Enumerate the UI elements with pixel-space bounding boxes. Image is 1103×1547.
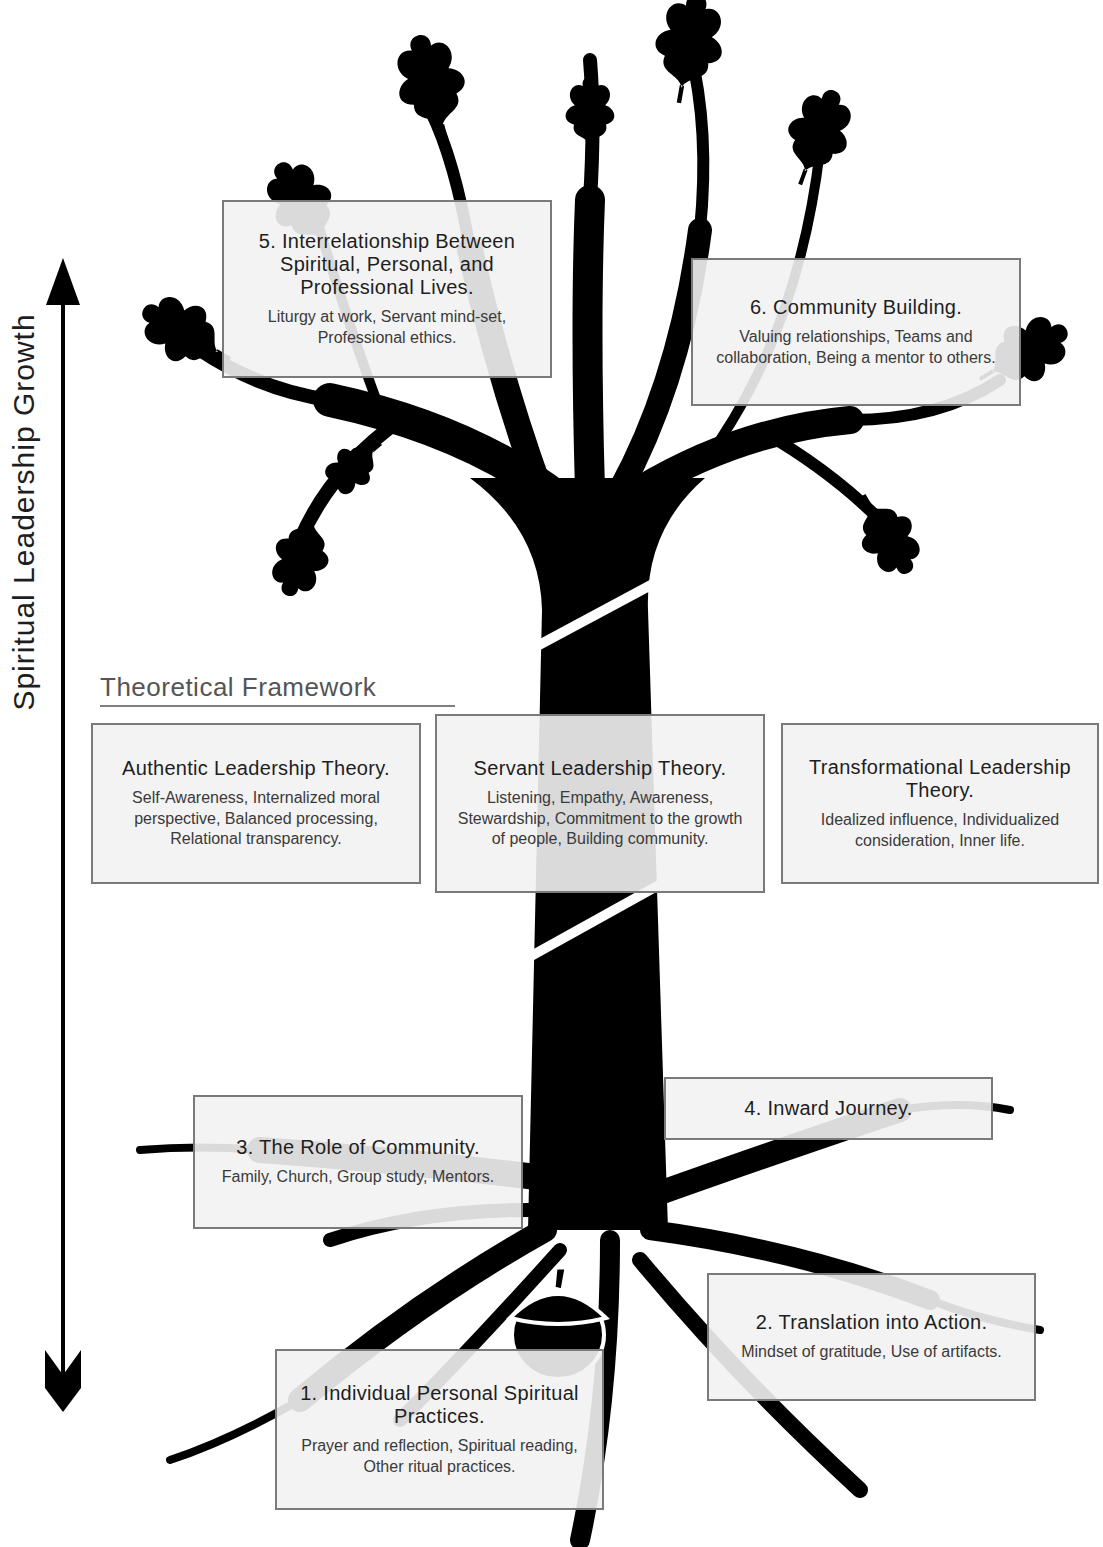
tree-roots [140, 1105, 1040, 1540]
box-heading: 1. Individual Personal Spiritual Practic… [291, 1382, 588, 1428]
concept-box: 5. Interrelationship Between Spiritual, … [222, 200, 552, 378]
box-body: Valuing relationships, Teams and collabo… [707, 327, 1005, 369]
concept-box: 6. Community Building. Valuing relationsh… [691, 258, 1021, 406]
concept-box: Servant Leadership Theory. Listening, Emp… [435, 714, 765, 893]
box-body: Idealized influence, Individualized cons… [797, 810, 1083, 852]
box-heading: Transformational Leadership Theory. [797, 756, 1083, 802]
box-heading: 5. Interrelationship Between Spiritual, … [238, 230, 536, 299]
growth-arrow-part [45, 1350, 81, 1412]
oak-leaves-part [261, 502, 343, 605]
box-body: Family, Church, Group study, Mentors. [222, 1167, 494, 1188]
concept-box: Transformational Leadership Theory. Ideal… [781, 723, 1099, 884]
concept-box: 1. Individual Personal Spiritual Practic… [275, 1349, 604, 1510]
box-body: Listening, Empathy, Awareness, Stewardsh… [451, 788, 749, 850]
box-body: Prayer and reflection, Spiritual reading… [291, 1436, 588, 1478]
growth-arrow-part [61, 290, 65, 1395]
acorn-part [510, 1294, 606, 1324]
tree-branches-part [640, 420, 850, 490]
growth-arrow [45, 258, 81, 1412]
acorn-part [554, 1268, 566, 1290]
tree-branches-part [760, 430, 880, 520]
oak-leaves-part [566, 76, 615, 156]
tree-branches-part [588, 200, 591, 490]
section-heading: Theoretical Framework [100, 672, 376, 703]
box-heading: 4. Inward Journey. [744, 1097, 912, 1120]
concept-box: 2. Translation into Action. Mindset of gr… [707, 1273, 1036, 1401]
concept-box: 4. Inward Journey. [664, 1077, 993, 1140]
oak-leaves-part [840, 481, 932, 586]
box-heading: Authentic Leadership Theory. [122, 757, 390, 780]
box-body: Liturgy at work, Servant mind-set, Profe… [238, 307, 536, 349]
heading-underline [100, 705, 455, 707]
trunk-break-slashes-part [455, 548, 720, 690]
box-heading: 3. The Role of Community. [236, 1136, 480, 1159]
box-heading: 2. Translation into Action. [756, 1311, 988, 1334]
concept-box: Authentic Leadership Theory. Self-Awarene… [91, 723, 421, 884]
oak-leaves-part [386, 27, 479, 151]
concept-box: 3. The Role of Community. Family, Church,… [193, 1095, 523, 1229]
axis-label: Spiritual Leadership Growth [7, 313, 41, 710]
oak-leaves-part [646, 0, 731, 109]
box-heading: Servant Leadership Theory. [474, 757, 727, 780]
growth-arrow-part [46, 258, 80, 305]
box-body: Self-Awareness, Internalized moral persp… [107, 788, 405, 850]
oak-leaves-part [314, 428, 395, 506]
oak-leaves [128, 0, 1081, 605]
oak-leaves-part [772, 80, 863, 195]
box-body: Mindset of gratitude, Use of artifacts. [741, 1342, 1002, 1363]
box-heading: 6. Community Building. [750, 296, 962, 319]
